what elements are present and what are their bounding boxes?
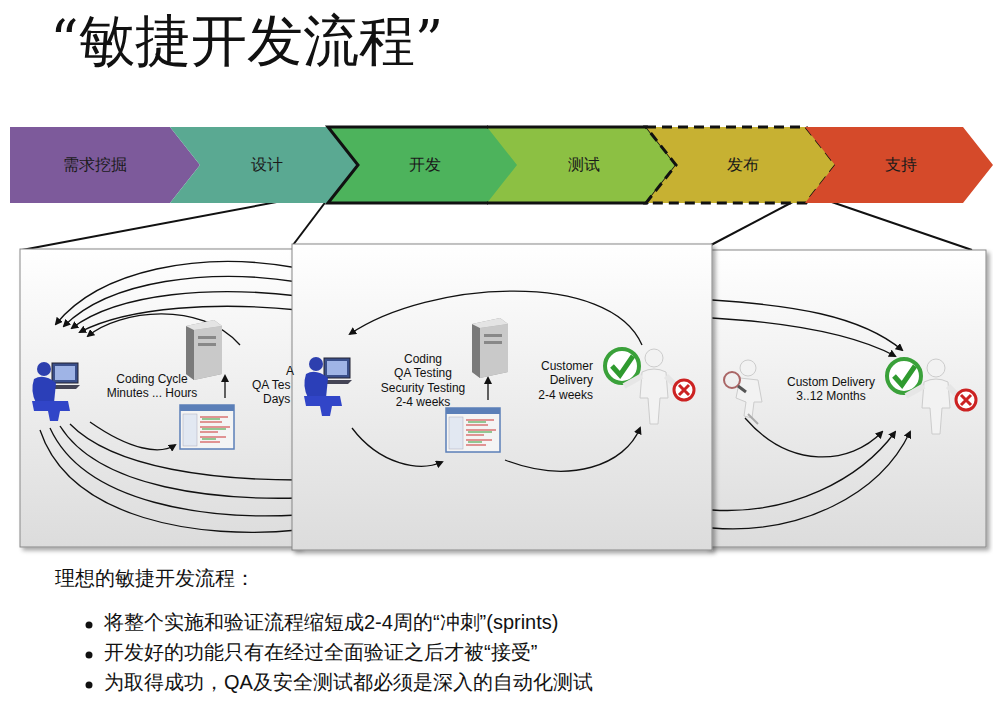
stage-label: 发布 — [727, 155, 759, 176]
note-heading: 理想的敏捷开发流程： — [55, 566, 255, 590]
bullet-text: 将整个实施和验证流程缩短成2-4周的“冲刺”(sprints) — [104, 610, 558, 634]
stage-chevron: 测试 — [487, 127, 677, 203]
panel-note: Coding QA Testing Security Testing 2-4 w… — [381, 352, 466, 410]
stage-label: 支持 — [885, 155, 917, 176]
panel-note-fragment: QA Tes — [252, 378, 290, 392]
panel-note-fragment: Days — [263, 392, 290, 406]
panel-note-fragment: A — [286, 364, 294, 378]
panel-note: Customer Delivery 2-4 weeks — [538, 359, 593, 402]
stage-label: 开发 — [409, 155, 441, 176]
stage-label: 设计 — [251, 155, 283, 176]
panel-note: Coding Cycle Minutes ... Hours — [107, 372, 198, 401]
bullet-text: 开发好的功能只有在经过全面验证之后才被“接受” — [104, 640, 537, 664]
stage-chevron: 发布 — [646, 127, 836, 203]
stage-label: 测试 — [568, 155, 600, 176]
stage-chevron: 开发 — [328, 127, 518, 203]
bullet-text: 为取得成功，QA及安全测试都必须是深入的自动化测试 — [104, 670, 593, 694]
stage-label: 需求挖掘 — [63, 155, 127, 176]
stage-chevron: 设计 — [170, 127, 360, 203]
panel-note: Custom Delivery 3..12 Months — [787, 375, 875, 404]
stage-chevron: 需求挖掘 — [10, 127, 200, 203]
stage-chevron: 支持 — [805, 127, 993, 203]
page-title: “敏捷开发流程” — [50, 4, 443, 80]
